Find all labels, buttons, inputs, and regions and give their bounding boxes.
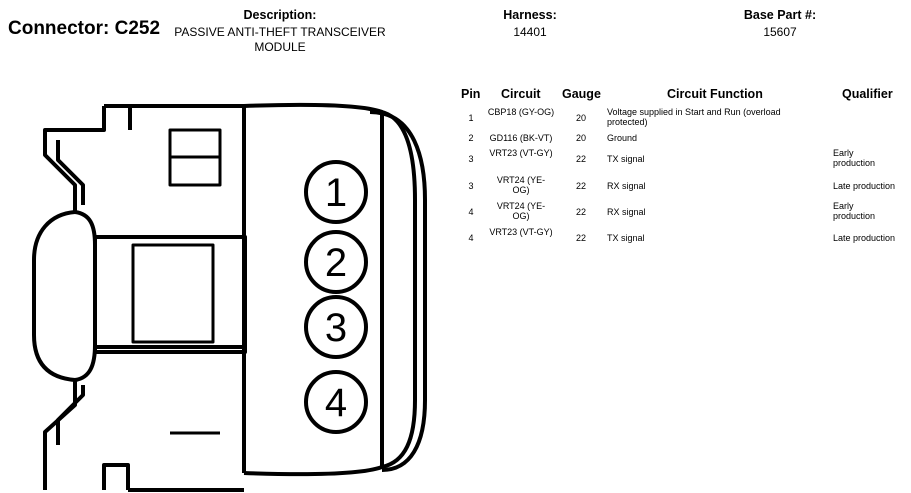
row-3-qualifier: Early production	[833, 148, 876, 168]
row-2-circuit: GD116 (BK-VT)	[489, 133, 553, 143]
header-circuit: Circuit	[501, 87, 541, 101]
pin-block	[243, 102, 384, 477]
base-part-title: Base Part #:	[743, 8, 817, 22]
connector-label: Connector: C252	[8, 18, 161, 39]
row-2-function: Ground	[607, 133, 638, 143]
pin-4-label: 4	[325, 381, 347, 425]
row-4-function: RX signal	[607, 181, 646, 191]
connector-face-diagram: 1 2 3 4	[32, 102, 427, 492]
pin-2-label: 2	[325, 241, 347, 285]
pin-1-circle	[304, 160, 368, 224]
description-title: Description:	[243, 8, 317, 22]
row-5-pin: 4	[468, 207, 474, 217]
row-5-circuit: VRT24 (YE-OG)	[496, 201, 546, 221]
row-4-qualifier: Late production	[833, 181, 896, 191]
row-1-function: Voltage supplied in Start and Run (overl…	[607, 107, 781, 127]
row-2-pin: 2	[468, 133, 474, 143]
row-4-circuit: VRT24 (YE-OG)	[496, 175, 546, 195]
row-3-pin: 3	[468, 154, 474, 164]
row-5-gauge: 22	[575, 207, 586, 217]
row-3-function: TX signal	[607, 154, 645, 164]
row-6-circuit: VRT23 (VT-GY)	[489, 227, 553, 237]
harness-value: 14401	[513, 25, 547, 39]
row-6-gauge: 22	[575, 233, 586, 243]
row-5-function: RX signal	[607, 207, 646, 217]
row-2-gauge: 20	[575, 133, 586, 143]
row-3-gauge: 22	[575, 154, 586, 164]
base-part-value: 15607	[763, 25, 797, 39]
header-pin: Pin	[461, 87, 481, 101]
harness-title: Harness:	[503, 8, 557, 22]
row-3-circuit: VRT23 (VT-GY)	[489, 148, 553, 158]
row-5-qualifier: Early production	[833, 201, 876, 221]
header-qualifier: Qualifier	[842, 87, 893, 101]
row-6-pin: 4	[468, 233, 474, 243]
description-value: PASSIVE ANTI-THEFT TRANSCEIVER MODULE	[174, 25, 386, 54]
row-4-pin: 3	[468, 181, 474, 191]
pin-2-circle	[304, 230, 368, 294]
pin-3-label: 3	[325, 306, 347, 350]
row-6-function: TX signal	[607, 233, 645, 243]
housing-outline	[32, 104, 244, 490]
header-gauge: Gauge	[562, 87, 601, 101]
pin-3-circle	[304, 295, 368, 359]
pin-1-label: 1	[325, 171, 347, 215]
row-4-gauge: 22	[575, 181, 586, 191]
row-1-gauge: 20	[575, 113, 586, 123]
row-1-circuit: CBP18 (GY-OG)	[487, 107, 555, 117]
row-6-qualifier: Late production	[833, 233, 896, 243]
pin-4-circle	[304, 370, 368, 434]
row-1-pin: 1	[468, 113, 474, 123]
header-function: Circuit Function	[667, 87, 763, 101]
